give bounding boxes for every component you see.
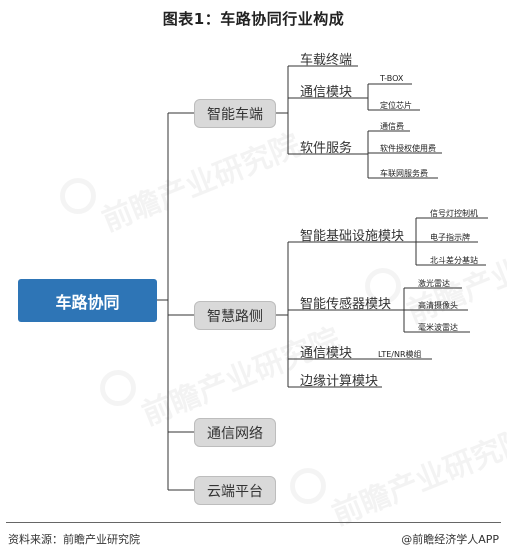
node-cloud-platform: 云端平台 xyxy=(194,476,276,505)
roadside-module-edge-computing: 边缘计算模块 xyxy=(300,374,379,389)
roadside-infra-item-electronic-sign: 电子指示牌 xyxy=(430,233,470,242)
vehicle-module-software-service: 软件服务 xyxy=(300,141,353,156)
vehicle-module-onboard-terminal: 车载终端 xyxy=(300,53,353,68)
node-smart-roadside: 智慧路侧 xyxy=(194,301,276,330)
roadside-module-communication: 通信模块 xyxy=(300,346,353,361)
footer-source: 资料来源：前瞻产业研究院 xyxy=(8,533,140,546)
roadside-comm-item-lte-nr: LTE/NR模组 xyxy=(378,350,422,359)
roadside-infra-item-signal-controller: 信号灯控制机 xyxy=(430,209,478,218)
vehicle-comm-item-tbox: T-BOX xyxy=(380,74,404,83)
roadside-sensor-item-mmwave-radar: 毫米波雷达 xyxy=(418,323,458,332)
vehicle-comm-item-positioning-chip: 定位芯片 xyxy=(380,101,412,110)
node-intelligent-vehicle: 智能车端 xyxy=(194,99,276,128)
node-communication-network: 通信网络 xyxy=(194,418,276,447)
chart-title: 图表1：车路协同行业构成 xyxy=(162,10,345,28)
vehicle-module-communication: 通信模块 xyxy=(300,85,353,100)
footer-divider xyxy=(6,522,501,523)
footer-credit: @前瞻经济学人APP xyxy=(401,533,499,546)
root-node: 车路协同 xyxy=(18,279,157,322)
roadside-module-infrastructure: 智能基础设施模块 xyxy=(300,229,405,244)
roadside-module-sensor: 智能传感器模块 xyxy=(300,297,392,312)
vehicle-software-item-comm-fee: 通信费 xyxy=(380,122,404,131)
vehicle-software-item-iov-fee: 车联网服务费 xyxy=(380,169,428,178)
roadside-infra-item-beidou-station: 北斗差分基站 xyxy=(430,256,478,265)
vehicle-software-item-license-fee: 软件授权使用费 xyxy=(380,144,436,153)
roadside-sensor-item-hd-camera: 高清摄像头 xyxy=(418,301,458,310)
roadside-sensor-item-lidar: 激光雷达 xyxy=(418,279,450,288)
